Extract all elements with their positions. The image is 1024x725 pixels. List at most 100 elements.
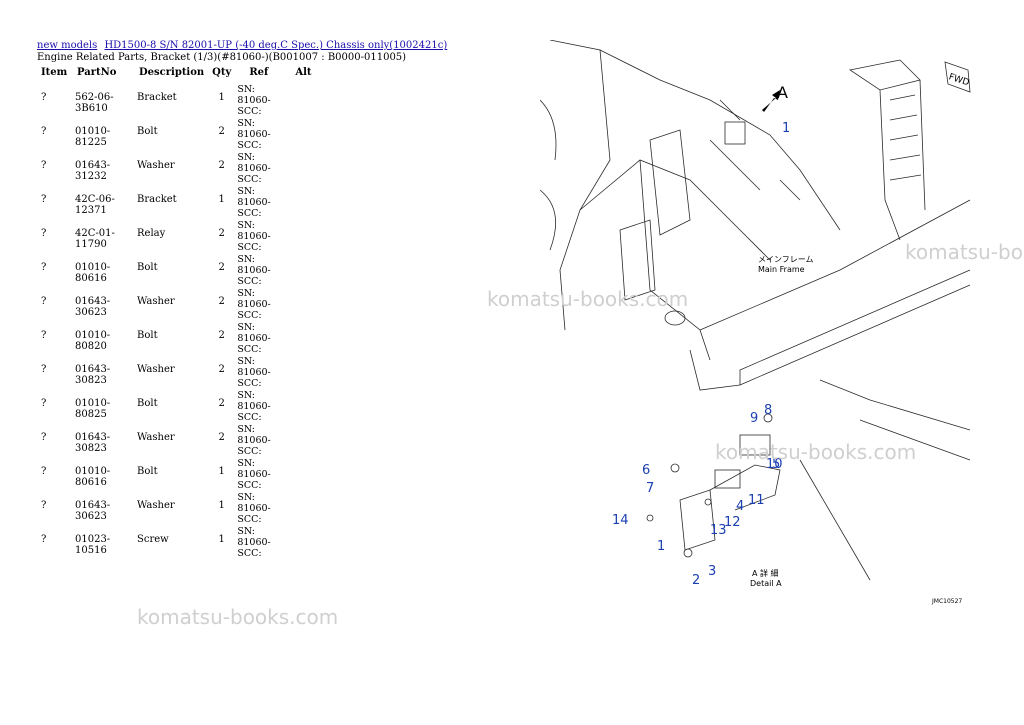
breadcrumb: new models HD1500-8 S/N 82001-UP (-40 de…	[37, 40, 447, 51]
breadcrumb-link-new-models[interactable]: new models	[37, 40, 98, 51]
cell-qty: 2	[218, 364, 225, 375]
cell-item: ?	[41, 432, 47, 443]
cell-desc: Washer	[137, 160, 175, 171]
callout-number: 12	[724, 515, 741, 530]
callout-number: 13	[710, 523, 727, 538]
detail-bracket	[679, 489, 716, 551]
watermark-4: komatsu-books.com	[137, 605, 339, 629]
callout-number: 2	[692, 573, 700, 588]
cell-desc: Washer	[137, 364, 175, 375]
cell-ref: SN: 81060- SCC:	[237, 390, 271, 423]
bolt-2	[683, 548, 693, 558]
cell-item: ?	[41, 160, 47, 171]
frame-beam-lower	[699, 199, 971, 331]
frame-outline-left	[549, 39, 611, 331]
main-frame-bottom	[689, 284, 971, 391]
main-frame-edge	[739, 269, 971, 385]
pivot-ring	[664, 310, 686, 326]
cell-qty: 2	[218, 228, 225, 239]
cell-qty: 2	[218, 330, 225, 341]
cell-alt	[291, 356, 315, 390]
bolt-4	[704, 498, 712, 506]
cell-partno: 562-06-3B610	[75, 92, 114, 114]
cell-item: ?	[41, 364, 47, 375]
col-header-ref: Ref	[249, 66, 269, 78]
cell-alt	[291, 118, 315, 152]
table-header-row: Item PartNo Description Qty Ref Alt	[37, 66, 316, 84]
cell-qty: 2	[218, 432, 225, 443]
callout-number: 9	[750, 411, 758, 426]
callout-number: 14	[612, 513, 629, 528]
cell-item: ?	[41, 534, 47, 545]
cell-alt	[291, 254, 315, 288]
cell-alt	[291, 288, 315, 322]
label-a: A	[777, 83, 788, 102]
frame-beam-top	[599, 49, 841, 231]
cell-ref: SN: 81060- SCC:	[237, 526, 271, 559]
cell-desc: Screw	[137, 534, 169, 545]
cell-qty: 2	[218, 160, 225, 171]
ladder-rungs	[889, 94, 922, 181]
relay-1	[739, 434, 771, 456]
frame-pillar	[639, 159, 711, 361]
cell-item: ?	[41, 194, 47, 205]
callout-number: 5	[772, 457, 780, 472]
cell-partno: 01010-80825	[75, 398, 111, 420]
cell-partno: 01010-80616	[75, 466, 111, 488]
cell-alt	[291, 424, 315, 458]
detail-jp-label: A 詳 細	[752, 568, 779, 578]
cell-ref: SN: 81060- SCC:	[237, 254, 271, 287]
diagram-svg: A FWD メインフレーム Main Frame A 詳 細 Detail A …	[539, 39, 971, 605]
frame-box	[649, 129, 691, 236]
bolt-6	[670, 463, 680, 473]
cell-alt	[291, 220, 315, 254]
col-header-description: Description	[139, 66, 205, 78]
relay-2	[714, 469, 741, 489]
cell-desc: Washer	[137, 500, 175, 511]
main-frame-en-label: Main Frame	[758, 265, 805, 274]
cell-ref: SN: 81060- SCC:	[237, 458, 271, 491]
cell-partno: 01010-80820	[75, 330, 111, 352]
cell-qty: 1	[218, 534, 225, 545]
col-header-alt: Alt	[295, 66, 312, 78]
cell-partno: 01023-10516	[75, 534, 111, 556]
fwd-badge	[944, 61, 971, 93]
callout-number: 11	[748, 493, 765, 508]
bracket-a	[724, 121, 746, 145]
cell-desc: Bolt	[137, 262, 158, 273]
cell-desc: Bolt	[137, 398, 158, 409]
cell-partno: 01643-30823	[75, 432, 111, 454]
cell-ref: SN: 81060- SCC:	[237, 220, 271, 253]
cell-qty: 2	[218, 262, 225, 273]
cell-partno: 01643-30623	[75, 296, 111, 318]
cell-alt	[291, 186, 315, 220]
col-header-qty: Qty	[212, 66, 232, 78]
cell-desc: Bracket	[137, 92, 177, 103]
cell-desc: Bolt	[137, 330, 158, 341]
cell-partno: 42C-06-12371	[75, 194, 115, 216]
table-row: ? 01023-10516 Screw 1 SN: 81060- SCC:	[37, 526, 316, 560]
cell-qty: 2	[218, 398, 225, 409]
cell-alt	[291, 322, 315, 356]
detail-frame-lines	[799, 379, 971, 581]
screw-14	[646, 514, 654, 522]
cell-partno: 42C-01-11790	[75, 228, 115, 250]
cell-desc: Relay	[137, 228, 166, 239]
breadcrumb-link-model[interactable]: HD1500-8 S/N 82001-UP (-40 deg.C Spec.) …	[104, 40, 448, 51]
callout-number: 10	[766, 457, 783, 472]
fwd-label: FWD	[947, 72, 970, 88]
cell-item: ?	[41, 398, 47, 409]
cell-qty: 1	[218, 466, 225, 477]
cell-ref: SN: 81060- SCC:	[237, 322, 271, 355]
cell-partno: 01643-30623	[75, 500, 111, 522]
table-row: ? 01010-80825 Bolt 2 SN: 81060- SCC:	[37, 390, 316, 424]
cell-partno: 01643-31232	[75, 160, 111, 182]
